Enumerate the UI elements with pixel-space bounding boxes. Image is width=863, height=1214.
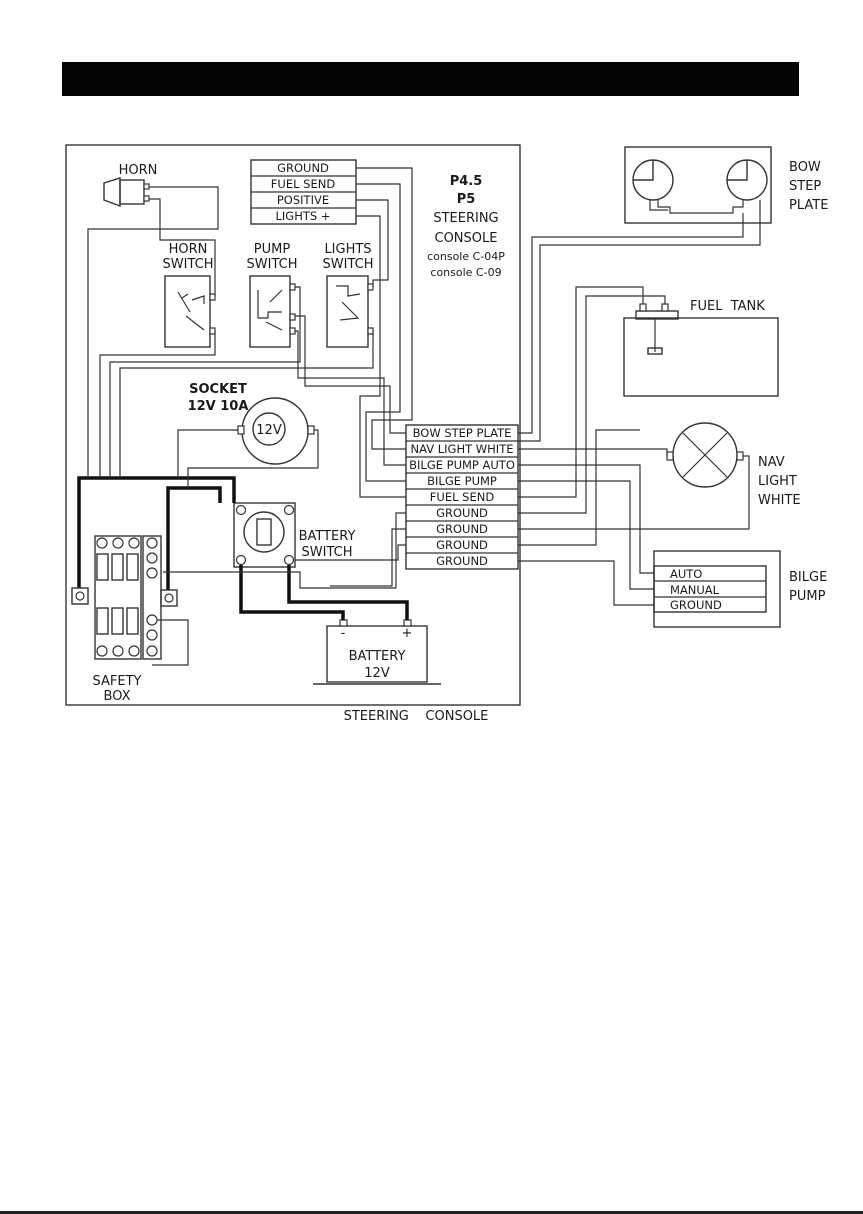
pump-switch-label-2: SWITCH bbox=[247, 257, 298, 272]
horn-label: HORN bbox=[119, 163, 158, 178]
connector-lights: LIGHTS + bbox=[276, 209, 331, 223]
bilge-auto: AUTO bbox=[670, 567, 702, 581]
battery-switch bbox=[233, 502, 296, 568]
battery-label-2: 12V bbox=[364, 666, 390, 681]
horn-switch-label-2: SWITCH bbox=[163, 257, 214, 272]
socket-face: 12V bbox=[256, 423, 282, 438]
battery-minus: - bbox=[341, 626, 346, 641]
socket-label-1: SOCKET bbox=[189, 382, 247, 397]
socket-label-2: 12V 10A bbox=[188, 399, 249, 414]
bow-label-3: PLATE bbox=[789, 198, 828, 213]
console-model-2: P5 bbox=[457, 192, 476, 207]
battery-negative-cable bbox=[239, 565, 345, 620]
bow-label-1: BOW bbox=[789, 160, 821, 175]
connector-positive: POSITIVE bbox=[277, 193, 329, 207]
bilge-label-2: PUMP bbox=[789, 589, 826, 604]
internal-wiring bbox=[87, 167, 413, 666]
strip-bow-step-plate: BOW STEP PLATE bbox=[413, 426, 512, 440]
external-wiring bbox=[518, 200, 761, 606]
strip-ground-1: GROUND bbox=[436, 506, 488, 520]
strip-fuel-send: FUEL SEND bbox=[430, 490, 495, 504]
safety-box-label-2: BOX bbox=[104, 689, 131, 704]
nav-light-icon bbox=[666, 422, 744, 488]
page-bottom-border bbox=[0, 1211, 863, 1214]
battery-plus: + bbox=[402, 626, 413, 641]
battery-switch-label-1: BATTERY bbox=[299, 529, 356, 544]
bilge-manual: MANUAL bbox=[670, 583, 720, 597]
bow-step-plate bbox=[624, 146, 772, 224]
horn-icon bbox=[103, 177, 150, 208]
console-title-2: CONSOLE bbox=[435, 231, 498, 246]
lights-switch-label-1: LIGHTS bbox=[324, 242, 371, 257]
horn-switch-label-1: HORN bbox=[169, 242, 208, 257]
nav-label-1: NAV bbox=[758, 455, 785, 470]
safety-box-ground-cable bbox=[166, 486, 222, 590]
strip-bilge-pump: BILGE PUMP bbox=[427, 474, 497, 488]
battery-switch-label-2: SWITCH bbox=[302, 545, 353, 560]
safety-box-label-1: SAFETY bbox=[93, 674, 142, 689]
console-outline bbox=[65, 144, 521, 706]
strip-nav-light-white: NAV LIGHT WHITE bbox=[411, 442, 514, 456]
strip-bilge-pump-auto: BILGE PUMP AUTO bbox=[409, 458, 515, 472]
nav-label-3: WHITE bbox=[758, 493, 801, 508]
battery-positive-cable bbox=[287, 565, 409, 620]
strip-ground-2: GROUND bbox=[436, 522, 488, 536]
lights-switch-label-2: SWITCH bbox=[323, 257, 374, 272]
bow-label-2: STEP bbox=[789, 179, 821, 194]
console-footer: STEERING CONSOLE bbox=[344, 709, 489, 724]
horn-switch bbox=[164, 275, 216, 348]
top-connector bbox=[250, 159, 357, 225]
bilge-label-1: BILGE bbox=[789, 570, 827, 585]
safety-box bbox=[71, 535, 178, 660]
fuel-tank-label: FUEL TANK bbox=[690, 299, 765, 314]
safety-box-feed-cable bbox=[77, 476, 236, 588]
bilge-ground: GROUND bbox=[670, 598, 722, 612]
console-variant-1: console C-04P bbox=[427, 250, 505, 263]
console-title-1: STEERING bbox=[433, 211, 498, 226]
lights-switch bbox=[326, 275, 374, 348]
console-variant-2: console C-09 bbox=[430, 266, 501, 279]
nav-label-2: LIGHT bbox=[758, 474, 797, 489]
pump-switch bbox=[249, 275, 296, 348]
header-bar bbox=[62, 62, 799, 96]
console-model: P4.5 bbox=[450, 174, 483, 189]
fuel-tank bbox=[623, 303, 779, 397]
connector-ground: GROUND bbox=[277, 161, 329, 175]
strip-ground-4: GROUND bbox=[436, 554, 488, 568]
battery-label-1: BATTERY bbox=[349, 649, 406, 664]
strip-ground-3: GROUND bbox=[436, 538, 488, 552]
battery-icon bbox=[313, 619, 441, 685]
pump-switch-label-1: PUMP bbox=[254, 242, 291, 257]
connector-fuel-send: FUEL SEND bbox=[271, 177, 336, 191]
